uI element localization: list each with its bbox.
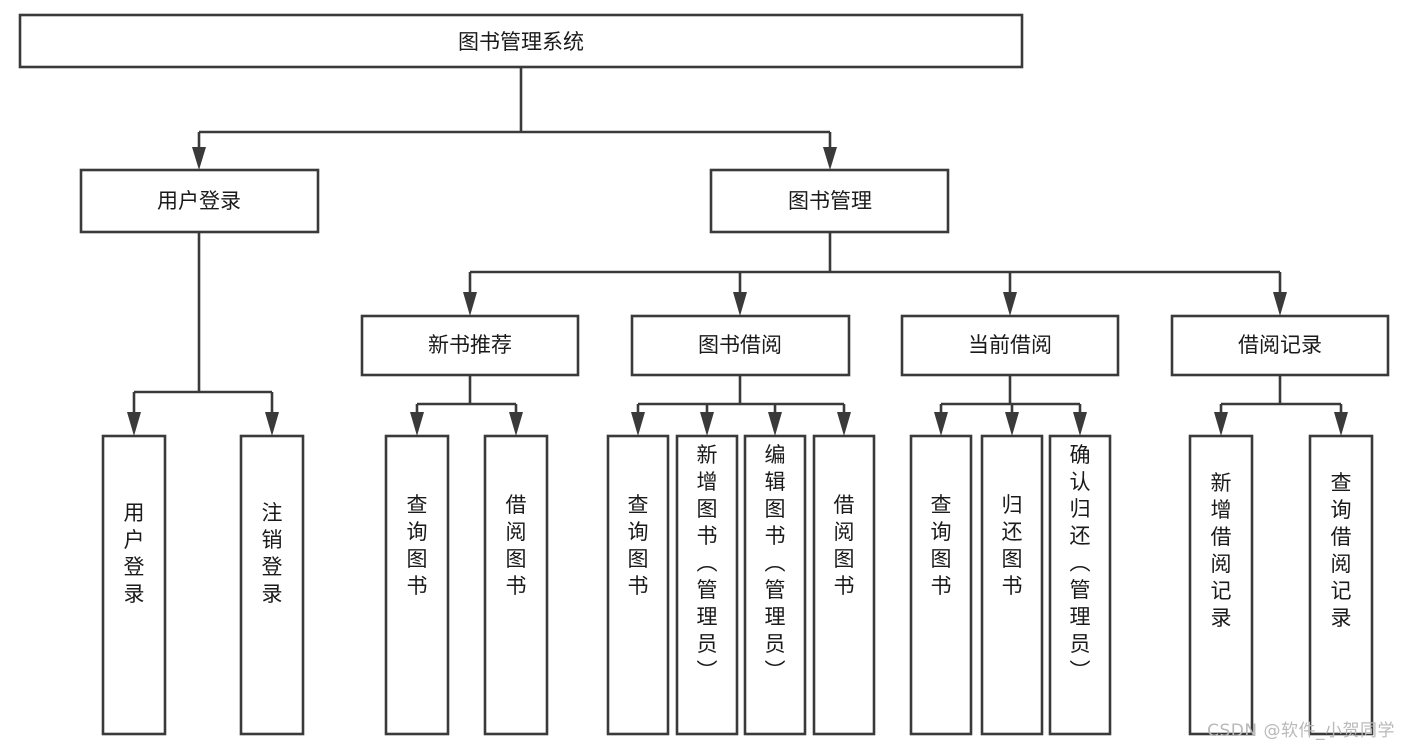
node-leaf-confirm-return-admin-box[interactable] xyxy=(1048,434,1112,736)
node-book-borrow[interactable]: 图书借阅 xyxy=(630,314,851,377)
arrowhead-leaf-logout xyxy=(265,412,279,436)
node-book-borrow-label: 图书借阅 xyxy=(698,333,782,357)
connector-group-root xyxy=(192,67,837,170)
arrowhead-leaf-add-book xyxy=(700,412,714,436)
node-leaf-confirm-return-admin-label: 确认归还︵管理员︶ xyxy=(1070,443,1091,683)
arrowhead-leaf-query-record xyxy=(1334,412,1348,436)
arrowhead-leaf-user-login xyxy=(127,412,141,436)
node-current-borrow-box[interactable] xyxy=(900,314,1120,377)
node-leaf-logout-box[interactable] xyxy=(239,434,305,736)
node-leaf-add-borrow-record-box[interactable] xyxy=(1188,434,1254,736)
node-leaf-borrow-book-recommend[interactable]: 借阅图书 xyxy=(483,434,549,736)
node-leaf-query-book-current-label: 查询图书 xyxy=(931,493,952,598)
node-leaf-query-book-borrow-label: 查询图书 xyxy=(628,493,649,598)
node-leaf-borrow-book-box[interactable] xyxy=(812,434,876,736)
arrowhead-leaf-edit-book xyxy=(768,412,782,436)
arrowhead-leaf-query-book-1 xyxy=(410,412,424,436)
node-leaf-query-book-current[interactable]: 查询图书 xyxy=(909,434,973,736)
node-book-management-label: 图书管理 xyxy=(788,189,872,213)
node-leaf-edit-book-admin-label: 编辑图书︵管理员︶ xyxy=(765,443,786,683)
node-borrow-record[interactable]: 借阅记录 xyxy=(1170,314,1390,377)
node-root-system[interactable]: 图书管理系统 xyxy=(18,13,1024,69)
node-new-book-recommend[interactable]: 新书推荐 xyxy=(360,314,580,377)
connector-group-borrow-record xyxy=(1214,375,1348,436)
node-leaf-query-book-borrow-box[interactable] xyxy=(606,434,670,736)
arrowhead-leaf-confirm-return xyxy=(1073,412,1087,436)
node-leaf-return-book-label: 归还图书 xyxy=(1002,493,1023,598)
node-leaf-logout[interactable]: 注销登录 xyxy=(239,434,305,736)
node-leaf-user-login[interactable]: 用户登录 xyxy=(101,434,167,736)
node-leaf-query-book-recommend-box[interactable] xyxy=(384,434,450,736)
node-leaf-user-login-box[interactable] xyxy=(101,434,167,736)
arrowhead-leaf-query-book-2 xyxy=(631,412,645,436)
node-book-management[interactable]: 图书管理 xyxy=(709,168,950,234)
node-leaf-logout-label: 注销登录 xyxy=(262,501,283,606)
node-leaf-return-book-box[interactable] xyxy=(980,434,1044,736)
arrowhead-leaf-return-book xyxy=(1005,412,1019,436)
arrowhead-borrow xyxy=(733,292,747,316)
node-leaf-user-login-label: 用户登录 xyxy=(124,501,145,606)
node-leaf-confirm-return-admin[interactable]: 确认归还︵管理员︶ xyxy=(1048,434,1112,736)
node-leaf-query-borrow-record[interactable]: 查询借阅记录 xyxy=(1308,434,1374,736)
arrowhead-leaf-query-book-3 xyxy=(934,412,948,436)
node-user-login-box[interactable] xyxy=(79,168,320,234)
node-leaf-borrow-book-recommend-box[interactable] xyxy=(483,434,549,736)
node-root-box[interactable] xyxy=(18,13,1024,69)
node-new-book-recommend-label: 新书推荐 xyxy=(428,333,512,357)
node-leaf-query-borrow-record-label: 查询借阅记录 xyxy=(1331,471,1352,630)
node-current-borrow-label: 当前借阅 xyxy=(968,333,1052,357)
arrowhead-user-login xyxy=(192,147,206,170)
node-leaf-return-book[interactable]: 归还图书 xyxy=(980,434,1044,736)
node-user-login[interactable]: 用户登录 xyxy=(79,168,320,234)
node-leaf-query-book-borrow[interactable]: 查询图书 xyxy=(606,434,670,736)
node-leaf-query-book-recommend-label: 查询图书 xyxy=(407,493,428,598)
node-leaf-add-borrow-record-label: 新增借阅记录 xyxy=(1211,471,1232,630)
node-leaf-edit-book-admin[interactable]: 编辑图书︵管理员︶ xyxy=(743,434,807,736)
node-borrow-record-label: 借阅记录 xyxy=(1238,333,1322,357)
node-current-borrow[interactable]: 当前借阅 xyxy=(900,314,1120,377)
arrowhead-leaf-borrow-book-1 xyxy=(509,412,523,436)
node-book-borrow-box[interactable] xyxy=(630,314,851,377)
arrowhead-book-mgmt xyxy=(823,147,837,170)
node-leaf-query-book-current-box[interactable] xyxy=(909,434,973,736)
node-root-label: 图书管理系统 xyxy=(458,30,584,54)
node-leaf-add-book-admin[interactable]: 新增图书︵管理员︶ xyxy=(675,434,739,736)
connector-group-new-book xyxy=(410,375,523,436)
node-borrow-record-box[interactable] xyxy=(1170,314,1390,377)
node-new-book-recommend-box[interactable] xyxy=(360,314,580,377)
node-user-login-label: 用户登录 xyxy=(157,189,241,213)
node-leaf-add-borrow-record[interactable]: 新增借阅记录 xyxy=(1188,434,1254,736)
node-book-management-box[interactable] xyxy=(709,168,950,234)
node-leaf-borrow-book-recommend-label: 借阅图书 xyxy=(506,493,527,598)
arrowhead-current-borrow xyxy=(1003,292,1017,316)
node-leaf-add-book-admin-box[interactable] xyxy=(675,434,739,736)
node-leaf-borrow-book[interactable]: 借阅图书 xyxy=(812,434,876,736)
arrowhead-borrow-record xyxy=(1273,292,1287,316)
node-leaf-add-book-admin-label: 新增图书︵管理员︶ xyxy=(697,443,718,683)
node-leaf-edit-book-admin-box[interactable] xyxy=(743,434,807,736)
node-leaf-query-borrow-record-box[interactable] xyxy=(1308,434,1374,736)
node-leaf-query-book-recommend[interactable]: 查询图书 xyxy=(384,434,450,736)
connector-group-user-login xyxy=(127,232,279,436)
connector-group-borrow xyxy=(631,375,851,436)
arrowhead-leaf-add-record xyxy=(1214,412,1228,436)
connector-group-book-mgmt xyxy=(463,232,1287,316)
connector-group-current-borrow xyxy=(934,375,1087,436)
arrowhead-leaf-borrow-book-2 xyxy=(837,412,851,436)
arrowhead-new-book xyxy=(463,292,477,316)
node-leaf-borrow-book-label: 借阅图书 xyxy=(834,493,855,598)
